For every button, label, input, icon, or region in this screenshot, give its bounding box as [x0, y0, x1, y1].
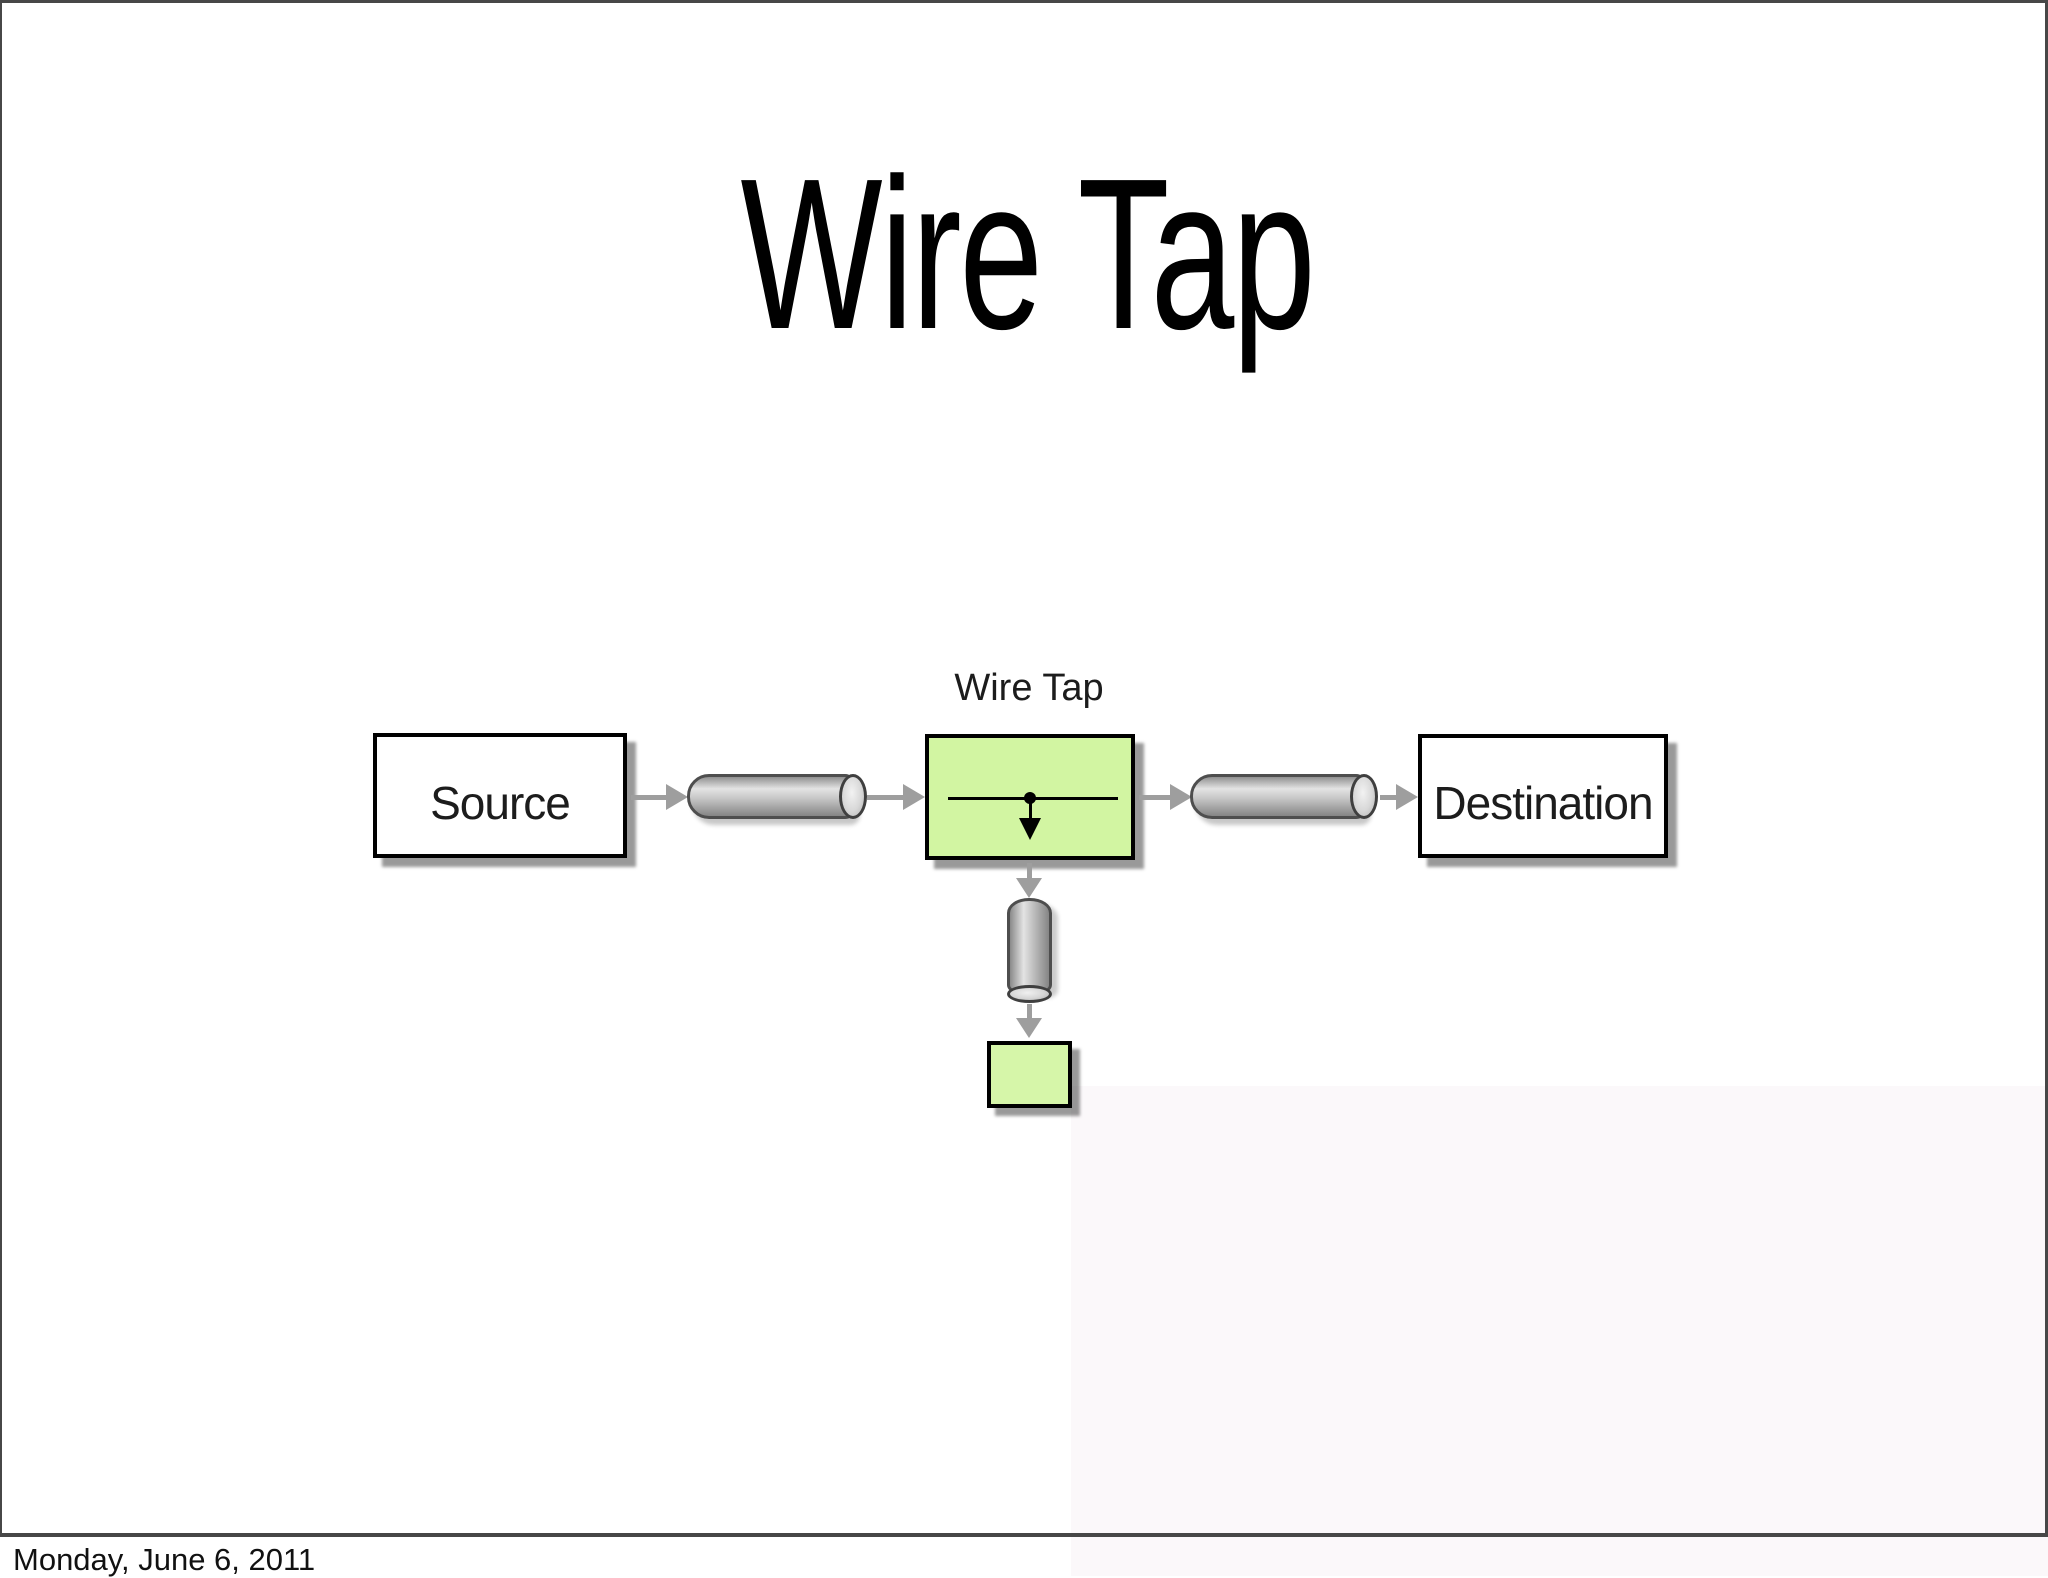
arrow-head — [1170, 784, 1192, 810]
arrow-shaft — [1139, 795, 1172, 800]
wiretap-box — [925, 734, 1135, 860]
slide-title: Wire Tap — [740, 133, 1316, 374]
tap-branch-shaft — [1029, 798, 1032, 820]
footer-date: Monday, June 6, 2011 — [13, 1542, 316, 1577]
pipe-body — [1007, 898, 1052, 993]
channel-pipe-outbound — [1190, 774, 1378, 819]
arrow-head — [1016, 878, 1042, 898]
source-box: Source — [373, 733, 627, 858]
background-tint — [1071, 1086, 2048, 1576]
arrow-shaft — [1027, 863, 1032, 879]
source-label: Source — [430, 776, 571, 829]
pipe-cap — [1350, 774, 1378, 819]
tap-output-box — [987, 1041, 1072, 1108]
tap-branch-arrowhead-icon — [1019, 818, 1041, 840]
pipe-cap — [839, 774, 867, 819]
pipe-body — [687, 774, 855, 819]
arrow-head — [666, 784, 688, 810]
arrow-shaft — [631, 795, 668, 800]
arrow-shaft — [1380, 795, 1398, 800]
arrow-shaft — [867, 795, 905, 800]
channel-pipe-inbound — [687, 774, 867, 819]
wiretap-pattern-label: Wire Tap — [954, 667, 1104, 709]
arrow-head — [1016, 1018, 1042, 1038]
destination-box: Destination — [1418, 734, 1668, 858]
tap-channel-pipe — [1007, 898, 1052, 1003]
destination-label: Destination — [1433, 777, 1653, 829]
arrow-shaft — [1027, 1004, 1032, 1019]
pipe-body — [1190, 774, 1366, 819]
arrow-head — [1396, 784, 1418, 810]
arrow-head — [903, 784, 925, 810]
pipe-cap — [1007, 985, 1052, 1003]
